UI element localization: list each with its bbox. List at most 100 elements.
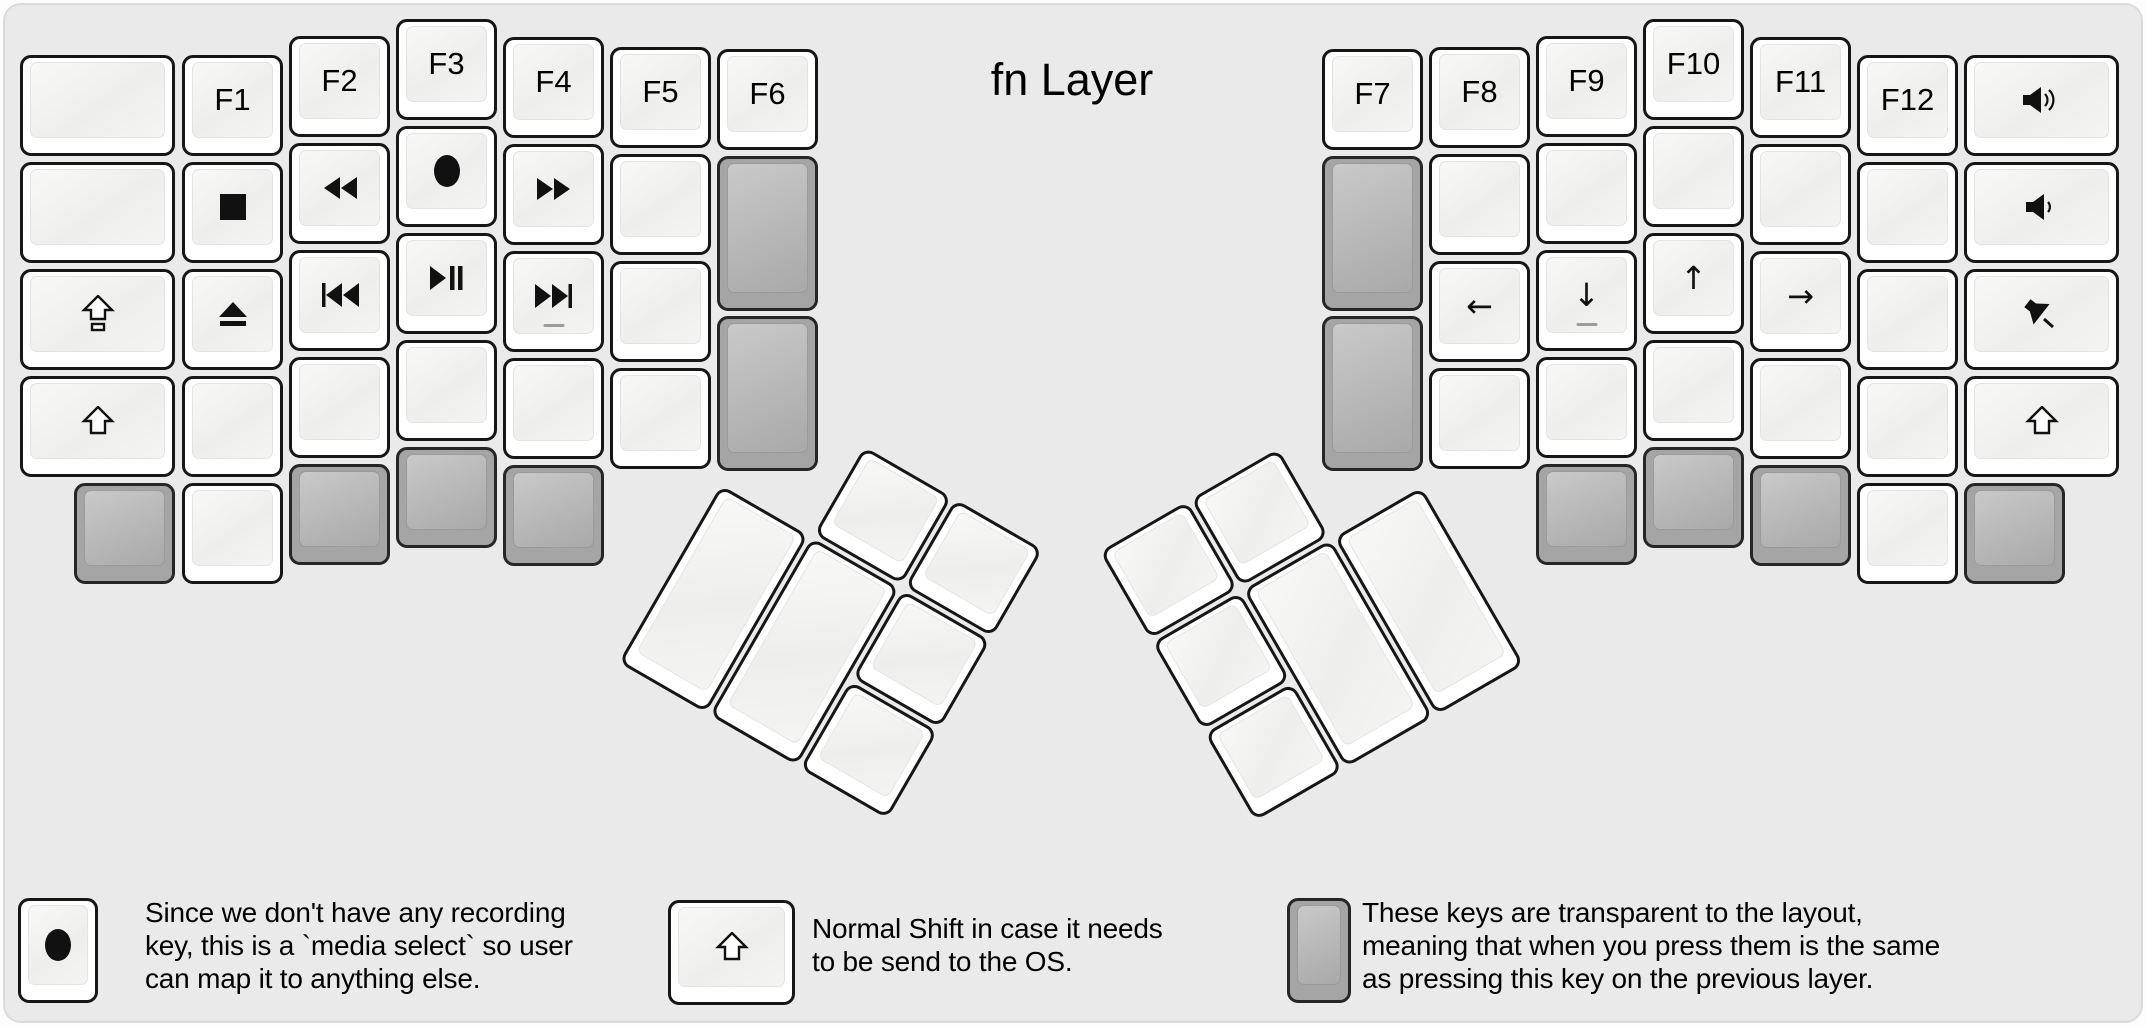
key-transparent [717,316,818,471]
keycap-surface [406,347,487,423]
key-blank [20,55,175,156]
key-label: F11 [1753,40,1848,124]
key-f12: F12 [1857,55,1958,156]
key-label [292,253,387,337]
legend-text-normal-shift: Normal Shift in case it needs to be send… [812,912,1163,978]
key-blank [289,357,390,458]
key-label [185,165,280,249]
key-label [23,272,172,356]
key-play-pause [396,233,497,334]
key-f4: F4 [503,37,604,138]
volume-up-icon [2022,85,2062,115]
key-f8: F8 [1429,47,1530,148]
keycap-surface [513,365,594,441]
skip-forward-icon [534,282,574,310]
key-f1: F1 [182,55,283,156]
keycap-surface [1546,150,1627,226]
key-volume-down [1964,162,2119,263]
keycap-surface [1653,347,1734,423]
keycap-surface [1332,163,1413,293]
shift-icon [714,932,749,962]
key-f3: F3 [396,19,497,120]
keycap-surface [1202,459,1311,566]
keycap-surface [1546,257,1627,333]
key-blank [396,340,497,441]
keycap-surface [1974,62,2109,138]
keycap-surface [30,62,165,138]
key-blank [1536,143,1637,244]
key-label: ↑ [1646,236,1741,320]
keycap-surface [30,169,165,245]
legend-line: meaning that when you press them is the … [1362,930,1940,961]
key-label: F8 [1432,50,1527,134]
keycap-surface [620,54,701,130]
key-blank [1536,357,1637,458]
legend-line: These keys are transparent to the layout… [1362,897,1863,928]
key-text-label: F11 [1774,64,1827,99]
keycap-surface [831,457,940,564]
eject-icon [217,301,249,327]
key-text-label: F6 [749,76,786,111]
record-icon [44,928,72,962]
keycap-surface [1546,471,1627,547]
legend-text-media-select: Since we don't have any recording key, t… [145,896,573,995]
legend-key-media-select [18,898,98,1003]
keycap-surface [513,472,594,548]
shift-icon [80,406,115,436]
key-transparent [503,465,604,566]
key-blank [1857,269,1958,370]
key-label: F5 [613,50,708,134]
arrow-right-icon: → [1787,277,1814,315]
key-text-label: F3 [428,46,465,81]
legend-key-normal-shift [668,900,795,1005]
key-label [1967,379,2116,463]
legend-line: key, this is a `media select` so user [145,930,573,961]
key-blank [1750,358,1851,459]
key-label: → [1753,254,1848,338]
keycap-surface [1760,44,1841,120]
key-f2: F2 [289,36,390,137]
homing-bar [1576,322,1597,326]
key-blank [1429,154,1530,255]
keycap-surface [1974,276,2109,352]
keycap-surface [1439,54,1520,130]
key-label [399,129,494,213]
keycap-surface [1760,151,1841,227]
left-thumb-cluster [564,394,1047,915]
arrow-left-icon: ← [1466,287,1493,325]
key-label [23,379,172,463]
key-blank [1857,483,1958,584]
key-label [21,901,95,989]
key-shift [1964,376,2119,477]
keycap-surface [727,56,808,132]
key-label [671,903,792,991]
key-label [1967,272,2116,356]
play-pause-icon [429,264,465,292]
key-arrow-down: ↓ [1536,250,1637,351]
key-text-label: F2 [321,63,358,98]
key-transparent [1750,465,1851,566]
shift-icon [2024,406,2059,436]
homing-bar [543,323,564,327]
legend-line: Since we don't have any recording [145,897,566,928]
key-transparent [1536,464,1637,565]
key-blank [1643,126,1744,227]
key-label: F10 [1646,22,1741,106]
key-blank [20,162,175,263]
key-record [396,126,497,227]
volume-down-icon [2025,192,2059,222]
key-label: F4 [506,40,601,124]
keycap-surface [299,364,380,440]
key-text-label: F8 [1461,74,1498,109]
legend-key-transparent [1287,898,1351,1003]
keycap-surface [1760,365,1841,441]
keycap-surface [1760,472,1841,548]
keycap-surface [192,383,273,459]
key-transparent [396,447,497,548]
keycap-surface [1439,268,1520,344]
keycap-surface [1439,161,1520,237]
keycap-surface [84,490,165,566]
key-label: ← [1432,264,1527,348]
key-transparent [1322,156,1423,311]
